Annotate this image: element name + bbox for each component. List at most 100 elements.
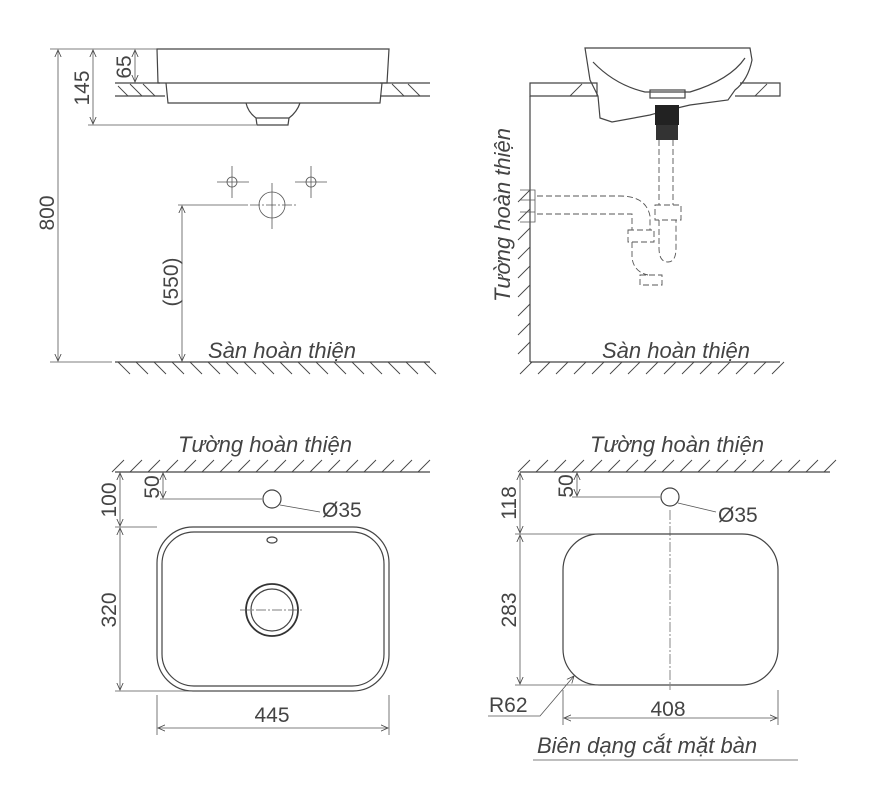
hatch-line bbox=[591, 361, 605, 375]
dim-depth: 283 bbox=[498, 592, 521, 627]
basin-outline bbox=[156, 526, 390, 692]
dim-drain-height: (550) bbox=[160, 257, 183, 306]
hatch-line bbox=[261, 361, 275, 375]
finished-wall-label: Tường hoàn thiện bbox=[490, 128, 515, 302]
cutout-view: Tường hoàn thiện Ø35 118 50 283 408 R62 … bbox=[488, 432, 837, 761]
hatch-line bbox=[517, 303, 531, 317]
hatch-line bbox=[117, 361, 131, 375]
corner-radius: R62 bbox=[489, 694, 528, 717]
hatch-line bbox=[135, 361, 149, 375]
hatch-line bbox=[535, 459, 549, 473]
hatch-line bbox=[517, 265, 531, 279]
hole-diameter: Ø35 bbox=[322, 499, 362, 522]
hatch-line bbox=[787, 459, 801, 473]
hatch-line bbox=[237, 459, 251, 473]
dim-rim-height: 65 bbox=[113, 55, 136, 78]
hatch-line bbox=[165, 459, 179, 473]
hatch-line bbox=[645, 361, 659, 375]
hatch-line bbox=[589, 459, 603, 473]
hatch-line bbox=[661, 459, 675, 473]
dim-total-height: 800 bbox=[36, 195, 59, 230]
hatch-line bbox=[517, 227, 531, 241]
hatch-line bbox=[243, 361, 257, 375]
dim-depth: 320 bbox=[98, 592, 121, 627]
dim-wall-to-hole: 50 bbox=[141, 475, 164, 498]
hatch-line bbox=[805, 459, 819, 473]
hatch-line bbox=[697, 459, 711, 473]
hatch-line bbox=[823, 459, 837, 473]
hatch-line bbox=[171, 361, 185, 375]
hatch-line bbox=[679, 459, 693, 473]
hatch-line bbox=[625, 459, 639, 473]
top-view: Tường hoàn thiện Ø35 100 50 320 445 bbox=[98, 432, 431, 735]
dim-width: 408 bbox=[650, 698, 685, 721]
finished-floor bbox=[115, 361, 437, 375]
countertop bbox=[115, 82, 430, 97]
hatch-line bbox=[553, 459, 567, 473]
hatch-line bbox=[733, 459, 747, 473]
hatch-line bbox=[291, 459, 305, 473]
hatch-line bbox=[571, 459, 585, 473]
hatch-line bbox=[751, 459, 765, 473]
hatch-line bbox=[315, 361, 329, 375]
hatch-line bbox=[327, 459, 341, 473]
finished-floor-label: Sàn hoàn thiện bbox=[602, 338, 750, 363]
dim-wall-to-basin: 100 bbox=[98, 482, 121, 517]
hatch-line bbox=[333, 361, 347, 375]
tap-hole bbox=[660, 487, 680, 507]
hatch-line bbox=[607, 459, 621, 473]
hatch-line bbox=[517, 246, 531, 260]
hatch-line bbox=[715, 459, 729, 473]
cutout-outline bbox=[562, 533, 779, 686]
hatch-line bbox=[279, 361, 293, 375]
hatch-line bbox=[753, 361, 767, 375]
side-view: 800 145 65 (550) Sàn hoàn thiện bbox=[36, 48, 437, 375]
dim-basin-depth: 145 bbox=[71, 70, 94, 105]
hatch-line bbox=[255, 459, 269, 473]
hatch-line bbox=[405, 361, 419, 375]
section-view: Tường hoàn thiện Sàn hoàn thiện bbox=[490, 47, 785, 375]
hatch-line bbox=[717, 361, 731, 375]
drain-valve bbox=[655, 105, 679, 125]
hole-diameter: Ø35 bbox=[718, 504, 758, 527]
hatch-line bbox=[555, 361, 569, 375]
hatch-line bbox=[423, 361, 437, 375]
hatch-line bbox=[273, 459, 287, 473]
dim-width: 445 bbox=[254, 704, 289, 727]
drain-nut bbox=[656, 125, 678, 140]
hatch-line bbox=[517, 341, 531, 355]
hatch-line bbox=[201, 459, 215, 473]
hatch-line bbox=[643, 459, 657, 473]
hatch-line bbox=[517, 284, 531, 298]
tap-hole-marks bbox=[217, 166, 327, 229]
hatch-line bbox=[351, 361, 365, 375]
hatch-line bbox=[183, 459, 197, 473]
hatch-line bbox=[537, 361, 551, 375]
hatch-line bbox=[345, 459, 359, 473]
p-trap bbox=[520, 140, 682, 286]
hatch-line bbox=[111, 459, 125, 473]
cutout-profile-label: Biên dạng cắt mặt bàn bbox=[537, 733, 757, 758]
hatch-line bbox=[627, 361, 641, 375]
hatch-line bbox=[219, 459, 233, 473]
hatch-line bbox=[387, 361, 401, 375]
hatch-line bbox=[381, 459, 395, 473]
hatch-line bbox=[681, 361, 695, 375]
hatch-line bbox=[297, 361, 311, 375]
hatch-line bbox=[517, 459, 531, 473]
hatch-line bbox=[735, 361, 749, 375]
hatch-line bbox=[517, 208, 531, 222]
dim-wall-to-cutout: 118 bbox=[498, 486, 521, 519]
hatch-line bbox=[363, 459, 377, 473]
hatch-line bbox=[573, 361, 587, 375]
hatch-line bbox=[309, 459, 323, 473]
hatch-line bbox=[129, 459, 143, 473]
tap-hole bbox=[262, 489, 282, 509]
basin-profile bbox=[156, 48, 390, 126]
hatch-line bbox=[517, 322, 531, 336]
overflow bbox=[266, 536, 278, 544]
hatch-line bbox=[369, 361, 383, 375]
finished-wall-label: Tường hoàn thiện bbox=[178, 432, 352, 457]
hatch-line bbox=[147, 459, 161, 473]
